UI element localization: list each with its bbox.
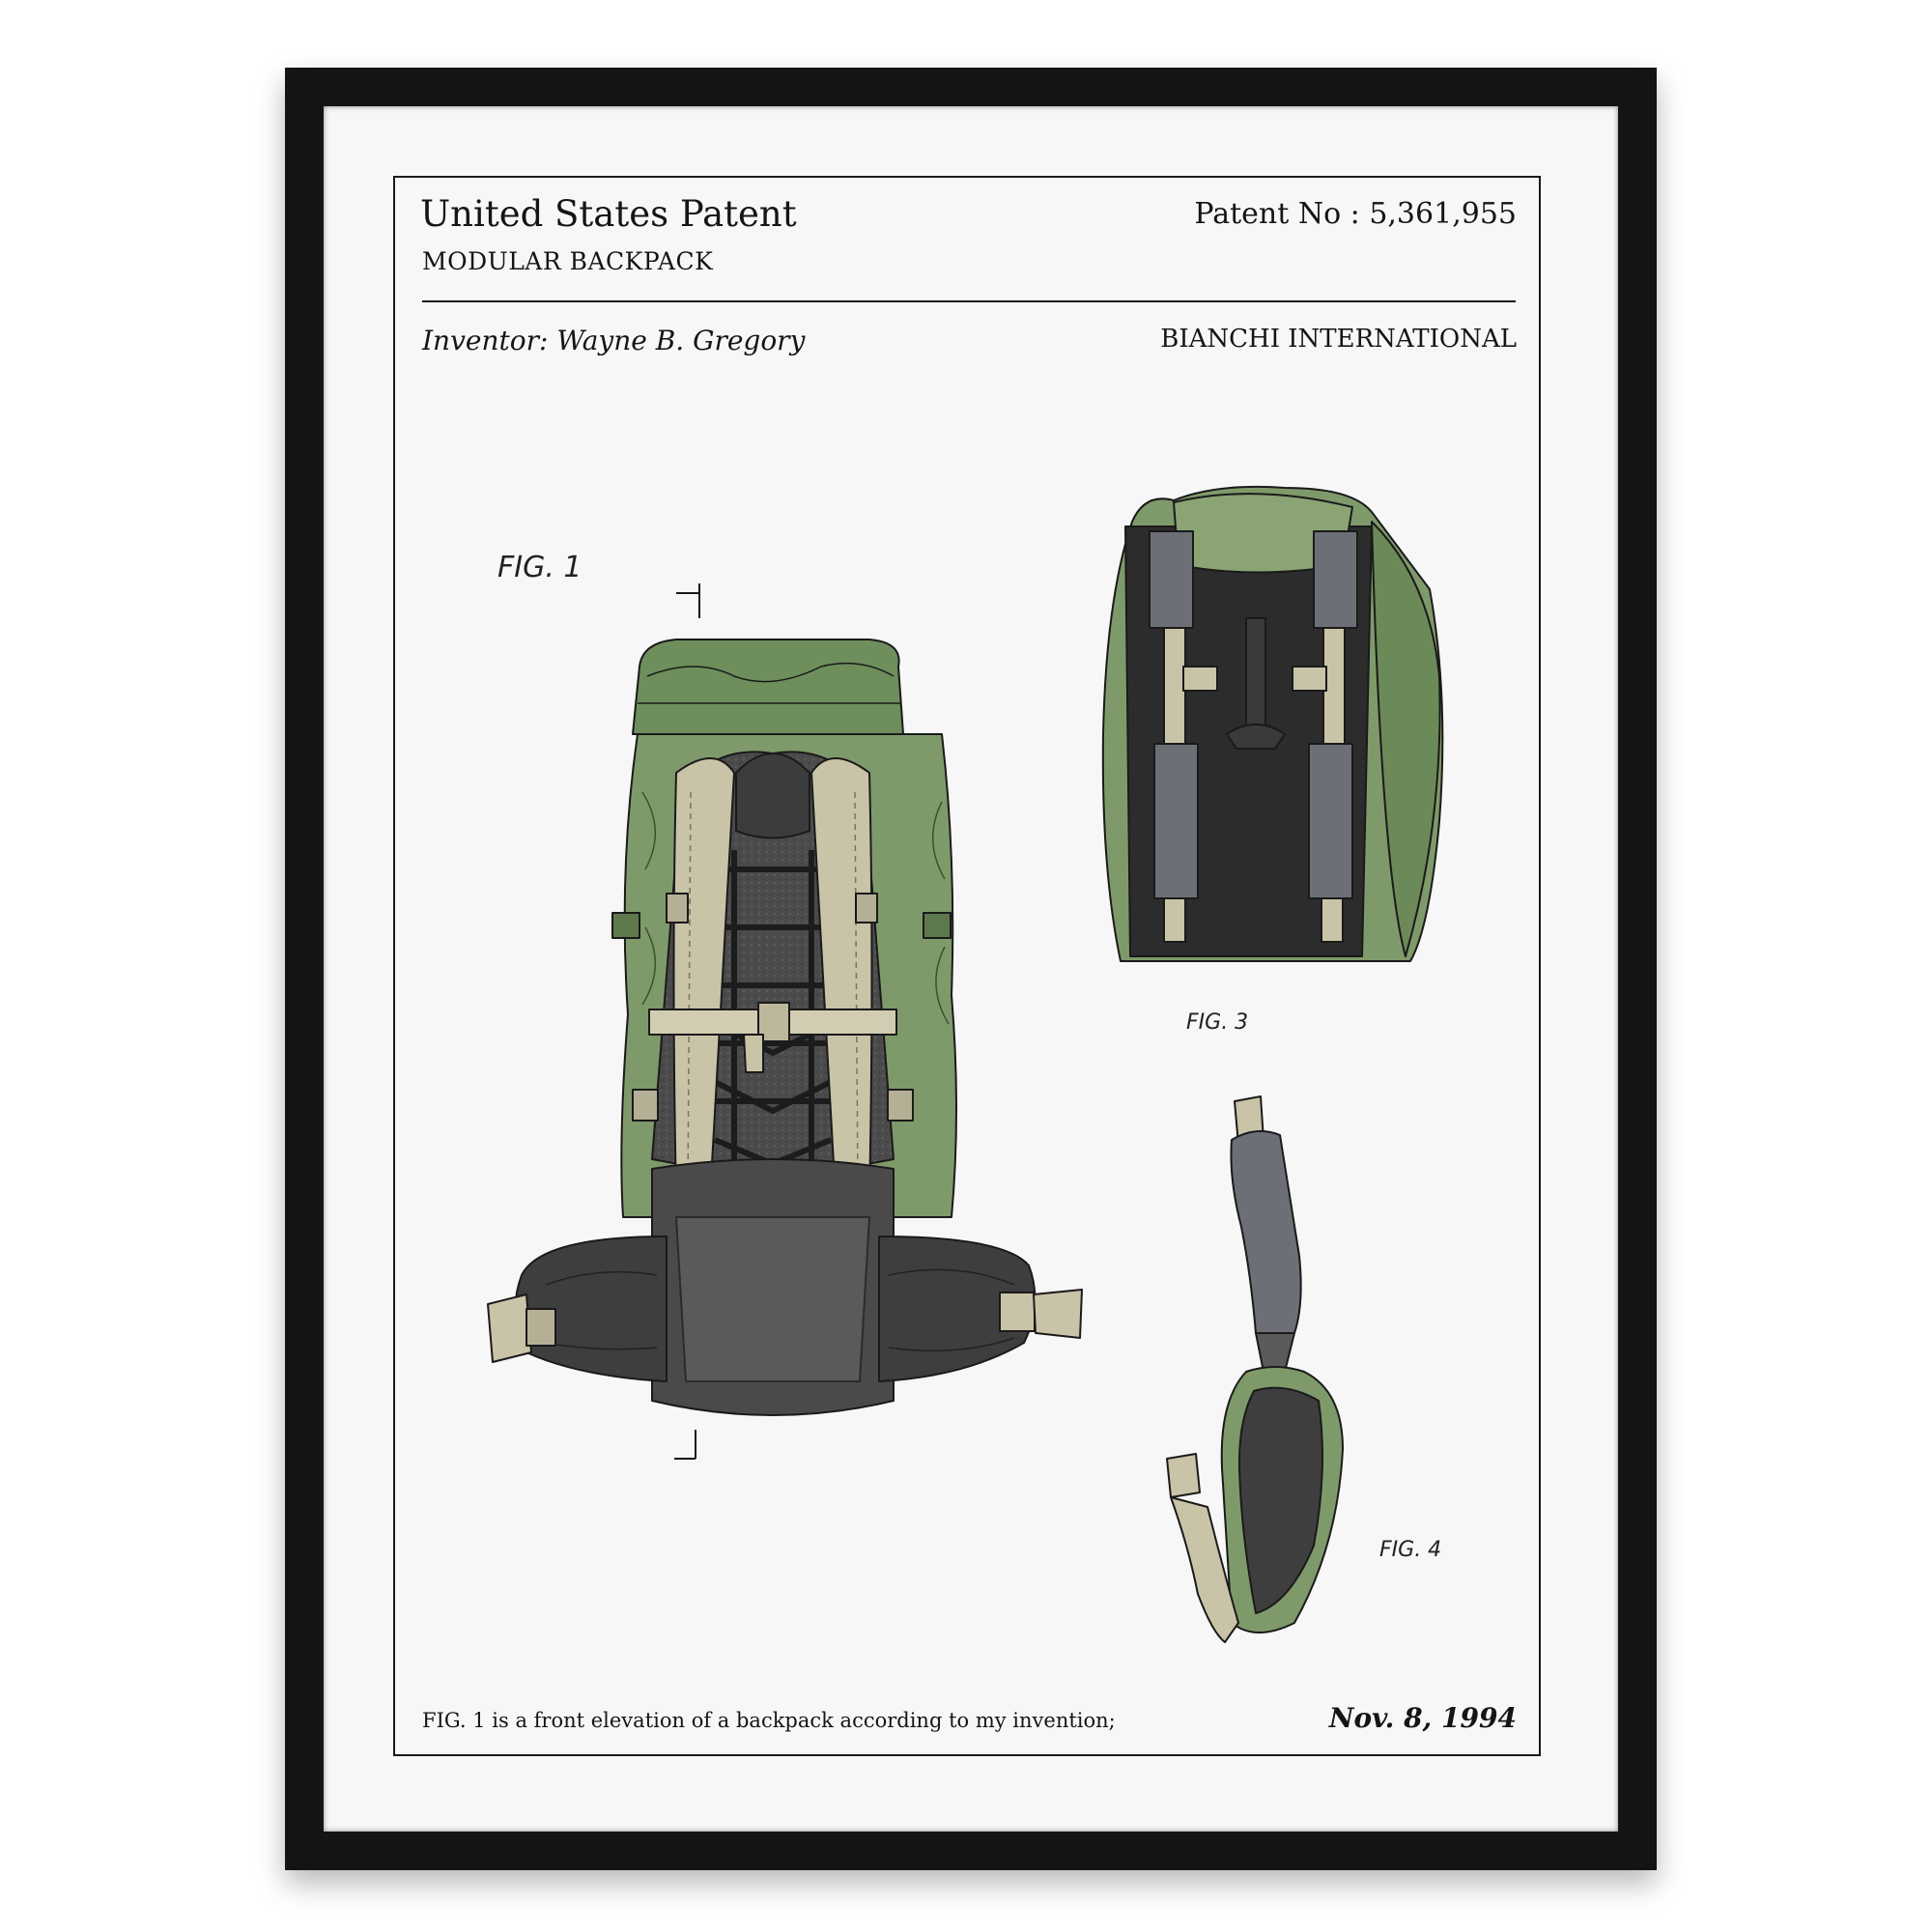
fig1-backpack <box>487 583 1083 1460</box>
invention-name: MODULAR BACKPACK <box>422 247 714 275</box>
inventor-line: Inventor: Wayne B. Gregory <box>422 325 806 356</box>
patent-date: Nov. 8, 1994 <box>1328 1702 1517 1734</box>
figure-caption: FIG. 1 is a front elevation of a backpac… <box>422 1709 1116 1732</box>
poster-mat <box>324 106 1618 1832</box>
poster-border <box>393 176 1541 1756</box>
poster-title: United States Patent <box>420 193 797 235</box>
fig4-label: FIG. 4 <box>1379 1538 1442 1562</box>
fig3-backpack-rear <box>1101 485 1444 962</box>
fig1-label: FIG. 1 <box>497 551 582 584</box>
patent-number: Patent No : 5,361,955 <box>1194 197 1517 231</box>
fig4-hip-belt <box>1166 1095 1344 1643</box>
assignee: BIANCHI INTERNATIONAL <box>1160 325 1517 354</box>
fig3-label: FIG. 3 <box>1186 1010 1249 1035</box>
header-divider <box>422 300 1516 302</box>
